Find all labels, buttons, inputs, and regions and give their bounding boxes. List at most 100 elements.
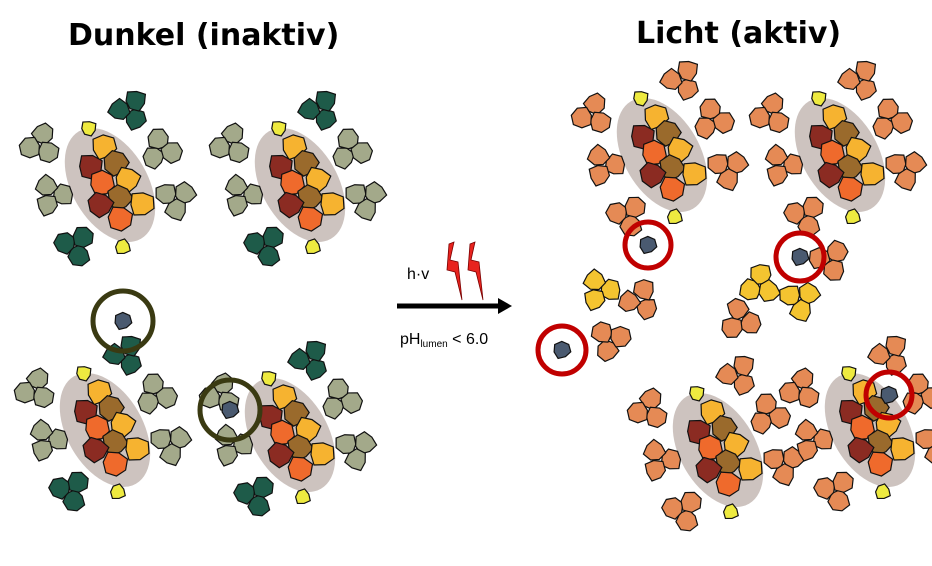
lhc-monomer — [120, 353, 142, 376]
lhc-monomer — [208, 136, 230, 159]
lhc-monomer — [680, 491, 702, 513]
title-light-active: Licht (aktiv) — [636, 16, 842, 51]
lhc-trimer — [233, 476, 274, 517]
lhc-monomer — [782, 153, 804, 175]
lhc-monomer — [802, 196, 824, 218]
lhc-trimer — [13, 367, 55, 409]
minor-antenna — [841, 366, 857, 382]
lhc-trimer — [779, 281, 822, 322]
lhc-monomer — [694, 117, 718, 140]
lhc-monomer — [220, 122, 244, 146]
lhc-monomer — [610, 325, 632, 348]
lhc-trimer — [29, 418, 69, 462]
core-subunit — [738, 457, 763, 481]
lhc-monomer — [287, 347, 311, 371]
lhc-monomer — [605, 202, 628, 225]
lhc-monomer — [877, 98, 899, 120]
lhc-trimer — [335, 431, 378, 472]
lhc-monomer — [812, 428, 834, 450]
lhc-monomer — [34, 173, 59, 196]
lhc-trimer — [345, 181, 388, 222]
lhc-monomer — [252, 476, 274, 498]
lhc-monomer — [224, 173, 249, 196]
lhc-monomer — [739, 278, 762, 301]
minor-antenna — [666, 208, 683, 225]
core-subunit — [320, 192, 345, 216]
lhc-monomer — [763, 449, 785, 470]
lhc-trimer — [155, 181, 198, 222]
lhc-monomer — [823, 259, 845, 281]
minor-antenna — [114, 238, 131, 255]
minor-antenna — [811, 91, 827, 107]
lhc-trimer — [748, 92, 790, 134]
lhc-monomer — [327, 378, 349, 400]
lhc-monomer — [642, 438, 667, 461]
lhc-trimer — [915, 429, 932, 467]
lhc-trimer — [872, 98, 914, 140]
lhc-monomer — [345, 184, 367, 205]
core-subunit — [310, 442, 335, 466]
lhc-monomer — [155, 184, 177, 205]
lhc-monomer — [772, 462, 794, 487]
lhc-monomer — [164, 197, 186, 222]
lhc-monomer — [767, 111, 790, 134]
lhc-monomer — [142, 373, 164, 395]
lhc-monomer — [826, 239, 849, 263]
lhc-monomer — [37, 141, 60, 164]
lhc-monomer — [758, 278, 782, 303]
core-subunit — [817, 161, 845, 189]
lhc-monomer — [47, 428, 69, 450]
lhc-monomer — [778, 381, 800, 404]
minor-antenna — [874, 483, 891, 500]
lhc-monomer — [227, 141, 250, 164]
lhc-monomer — [890, 112, 914, 135]
lhc-monomer — [872, 117, 896, 140]
lhc-trimer — [243, 226, 284, 267]
lhc-trimer — [590, 321, 632, 363]
lhc-monomer — [675, 508, 699, 532]
core-subunit — [860, 162, 885, 186]
lhc-trimer — [224, 173, 264, 217]
lhc-monomer — [150, 429, 172, 450]
lhc-trimer — [707, 151, 750, 192]
lhc-monomer — [604, 153, 626, 175]
supercomplex — [198, 340, 378, 517]
lhc-monomer — [813, 477, 836, 500]
lhc-monomer — [867, 342, 891, 366]
lhc-trimer — [837, 60, 877, 101]
lhc-monomer — [790, 367, 814, 391]
lhc-trimer — [764, 143, 804, 187]
minor-antenna — [109, 483, 126, 500]
core-subunit — [102, 451, 129, 477]
lhc-monomer — [660, 448, 682, 470]
supercomplex — [208, 90, 388, 267]
lhc-monomer — [36, 194, 59, 217]
lhc-monomer — [832, 471, 854, 493]
lhc-monomer — [159, 442, 181, 467]
lhc-monomer — [712, 112, 736, 135]
marked-protein — [622, 219, 674, 271]
core-subunit — [277, 191, 305, 219]
lhc-monomer — [32, 386, 55, 409]
energy-label: h·v — [407, 266, 430, 283]
lhc-monomer — [262, 226, 284, 248]
lhc-monomer — [855, 78, 877, 101]
lhc-monomer — [257, 243, 281, 267]
lhc-monomer — [242, 183, 264, 205]
lhc-trimer — [586, 143, 626, 187]
lhc-monomer — [344, 447, 366, 472]
core-subunit — [107, 206, 134, 232]
protein-icon — [114, 311, 133, 331]
lhc-monomer — [29, 418, 54, 441]
minor-antenna — [722, 503, 739, 520]
highlight-circle — [773, 230, 827, 284]
lhc-trimer — [659, 60, 699, 101]
lhc-monomer — [764, 143, 789, 166]
lhc-monomer — [107, 97, 131, 121]
lhc-monomer — [31, 439, 54, 462]
lhc-monomer — [53, 232, 76, 255]
highlight-circle — [535, 323, 589, 377]
lhc-monomer — [582, 268, 607, 291]
lhc-monomer — [160, 142, 184, 165]
lhc-trimer — [778, 367, 820, 409]
